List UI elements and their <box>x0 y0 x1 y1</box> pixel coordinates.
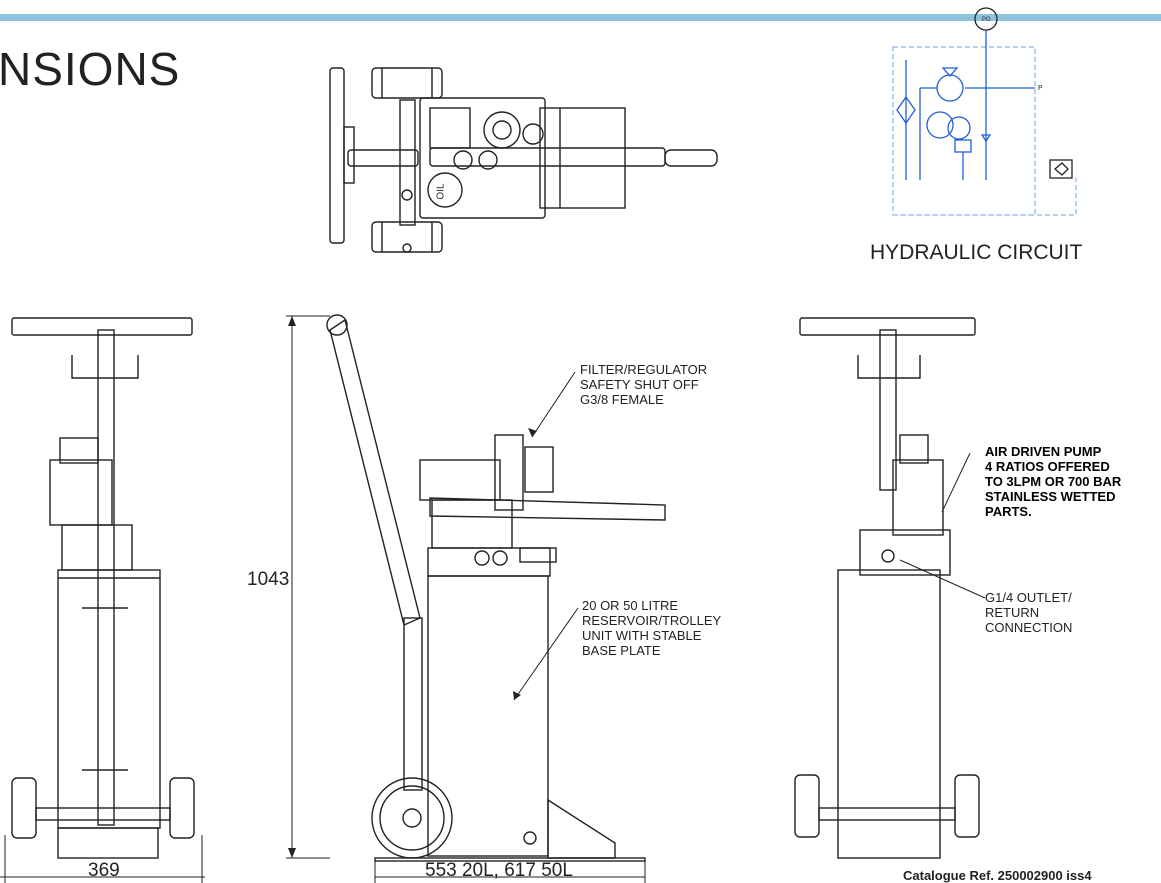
page-title: NSIONS <box>0 43 181 95</box>
callout-line: STAINLESS WETTED <box>985 489 1116 504</box>
catalogue-reference: Catalogue Ref. 250002900 iss4 <box>903 868 1092 883</box>
callout-line: AIR DRIVEN PUMP <box>985 444 1102 459</box>
header-accent-bar <box>0 14 1161 21</box>
callout-line: BASE PLATE <box>582 643 661 658</box>
oil-cap-label: OIL <box>435 183 447 200</box>
callout-line: PARTS. <box>985 504 1032 519</box>
dimension-lines <box>0 315 646 883</box>
callout-line: 20 OR 50 LITRE <box>582 598 679 613</box>
pressure-gauge-label: PG <box>982 17 991 23</box>
rear-view-drawing <box>794 317 980 859</box>
callout-line: CONNECTION <box>985 620 1073 635</box>
callout-line: RESERVOIR/TROLLEY <box>582 613 722 628</box>
hydraulic-circuit-diagram <box>892 7 1077 216</box>
front-view-drawing <box>11 317 195 859</box>
hydraulic-circuit-title: HYDRAULIC CIRCUIT <box>870 241 1083 264</box>
side-width-dimension: 553 20L, 617 50L <box>425 860 573 881</box>
callout-line: RETURN <box>985 605 1040 620</box>
top-view-drawing <box>329 67 718 253</box>
callout-line: TO 3LPM OR 700 BAR <box>985 474 1122 489</box>
callout-line: UNIT WITH STABLE <box>582 628 702 643</box>
callout-leaders <box>513 371 986 701</box>
callout-line: 4 RATIOS OFFERED <box>985 459 1110 474</box>
callout-line: G3/8 FEMALE <box>580 392 664 407</box>
height-dimension: 1043 <box>247 569 290 590</box>
arrow-heads <box>288 316 537 858</box>
pressure-port-label: P <box>1038 85 1043 92</box>
callout-line: SAFETY SHUT OFF <box>580 377 699 392</box>
callout-line: FILTER/REGULATOR <box>580 362 708 377</box>
side-view-drawing <box>326 314 666 862</box>
callout-line: G1/4 OUTLET/ <box>985 590 1072 605</box>
front-width-dimension: 369 <box>88 860 120 881</box>
